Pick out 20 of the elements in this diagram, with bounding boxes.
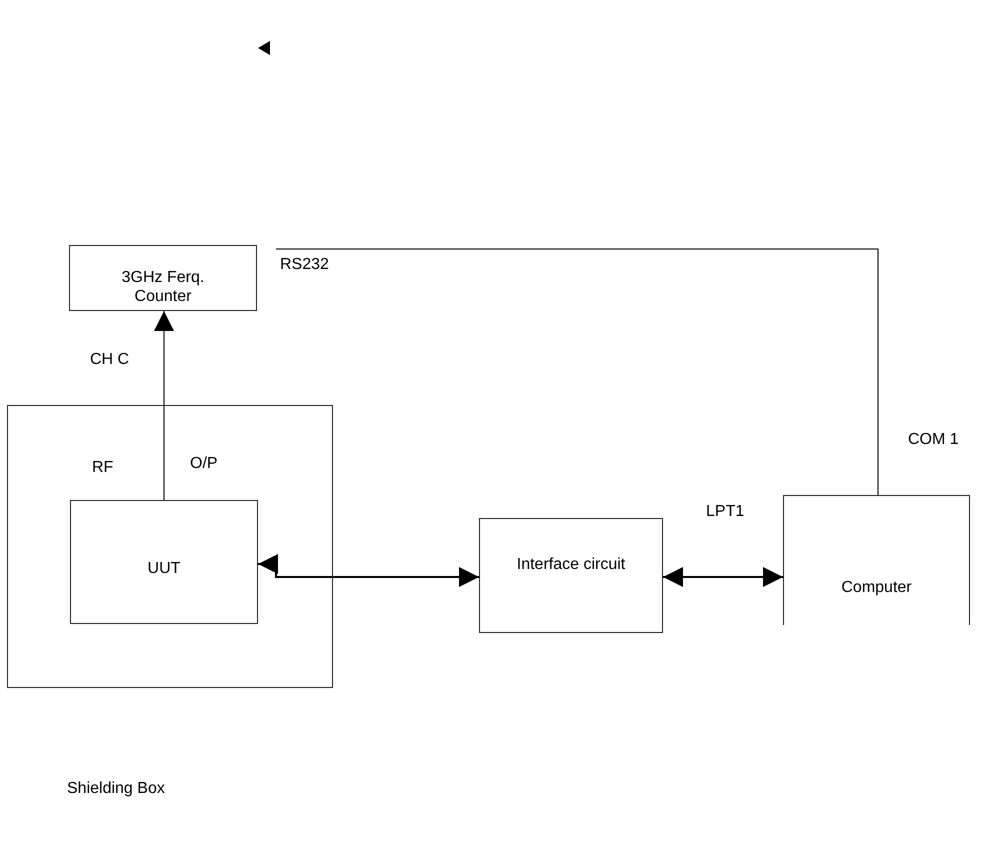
block-box [70, 500, 258, 624]
port-label: O/P [190, 454, 218, 473]
port-label: Shielding Box [67, 779, 165, 798]
port-label: RF [92, 458, 114, 477]
port-label: RS232 [280, 255, 329, 274]
port-label: LPT1 [706, 502, 744, 521]
block-box [479, 518, 663, 633]
block-box [783, 495, 970, 625]
block-box [69, 245, 257, 311]
block-label: 3GHz Ferq. Counter [120, 268, 206, 306]
port-label: CH C [90, 350, 130, 369]
port-label: COM 1 [908, 430, 959, 449]
connector-line [276, 248, 878, 496]
block-label: Computer [840, 578, 913, 597]
enclosure-box [7, 405, 333, 688]
block-label: UUT [146, 559, 182, 578]
connector-line [258, 554, 479, 587]
block-label: Interface circuit [516, 555, 626, 574]
connector-line [663, 567, 783, 587]
connector-line [154, 310, 174, 500]
